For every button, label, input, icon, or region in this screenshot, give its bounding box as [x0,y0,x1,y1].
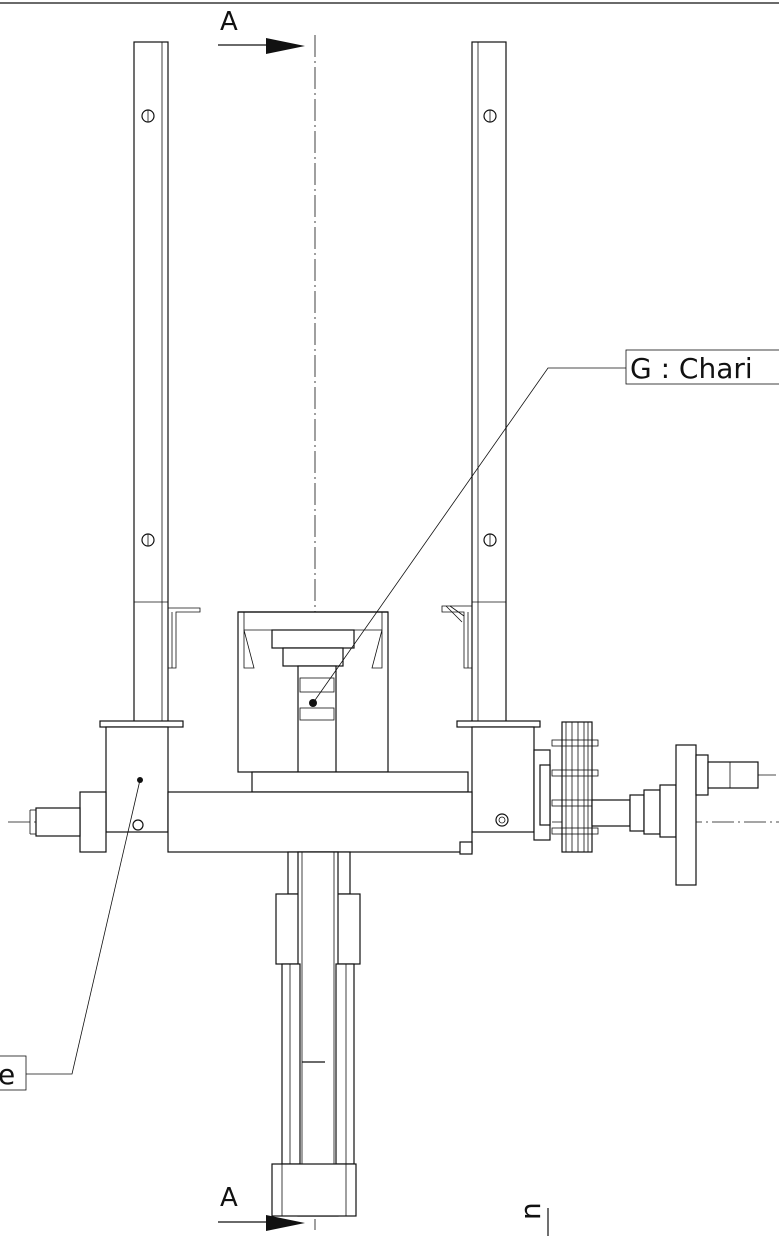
frame-label: e [0,1058,15,1091]
section-mark-top: A [218,7,305,54]
section-letter-top: A [220,7,238,37]
gear-assembly [533,721,759,886]
callout-frame: e [0,777,143,1091]
arrow-icon [266,1215,305,1231]
carriage [237,611,469,793]
carriage-label-box [625,349,779,385]
arrow-icon [266,38,305,54]
right-block [456,720,541,833]
left-block [99,720,184,833]
right-upright [441,41,507,728]
lower-strut [271,851,361,1217]
callout-carriage: G : Chari [309,349,779,707]
carriage-label: G : Chari [630,352,753,385]
main-tube [29,791,473,855]
section-letter-bottom: A [220,1183,238,1213]
edge-text: n [514,1202,547,1220]
section-mark-bottom: A [218,1183,305,1231]
left-upright [133,41,201,728]
edge-fragment: n [514,1202,549,1236]
frame-label-box [0,1055,27,1091]
